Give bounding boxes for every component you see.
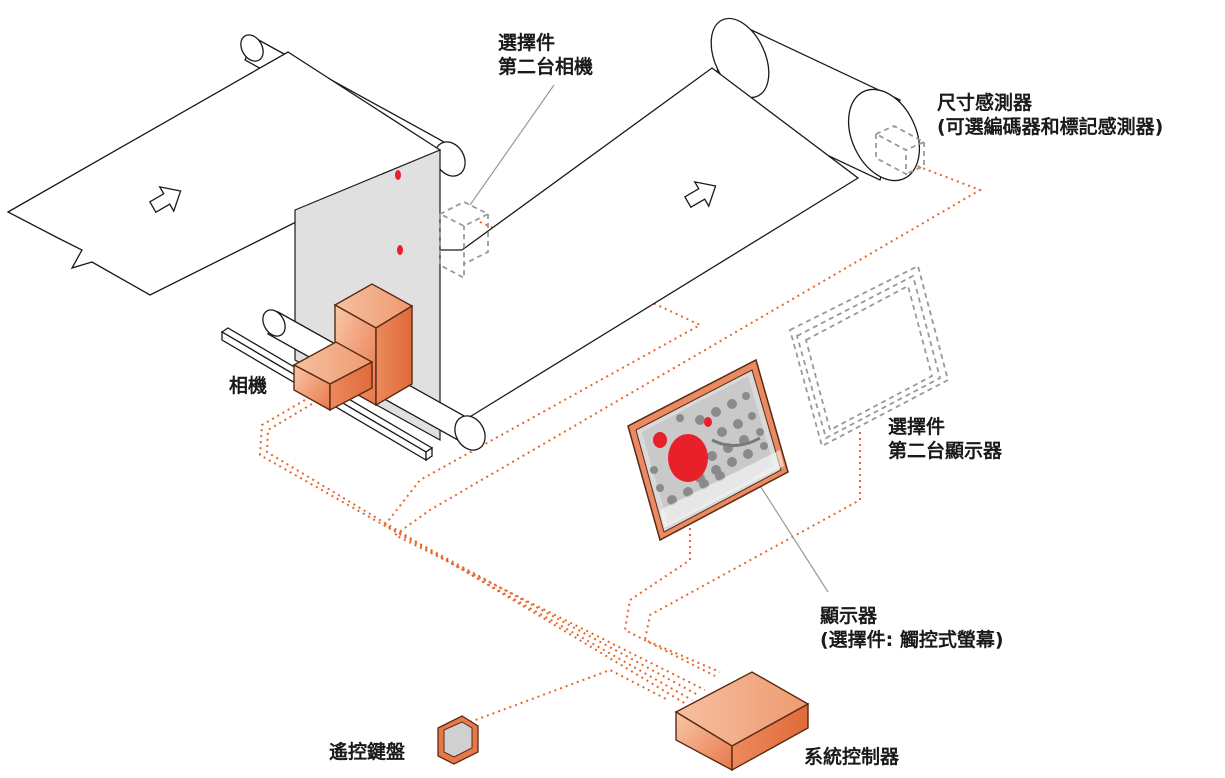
label-remote-keypad: 遙控鍵盤 <box>329 741 406 763</box>
system-controller <box>674 671 810 772</box>
label-display-line1: 顯示器 <box>820 605 878 627</box>
label-second-display-line2: 第二台顯示器 <box>888 440 1003 462</box>
cables <box>258 163 983 723</box>
label-dimension-sensor: 尺寸感測器 (可選編碼器和標記感測器) <box>937 91 1163 139</box>
defect-mark <box>397 245 403 255</box>
dimension-sensor <box>873 124 927 176</box>
label-dimension-sensor-line1: 尺寸感測器 <box>937 92 1033 114</box>
label-system-controller: 系統控制器 <box>804 746 900 768</box>
arrow-icon <box>148 185 182 214</box>
label-camera: 相機 <box>229 375 268 397</box>
label-display-line2: (選擇件: 觸控式螢幕) <box>820 629 1004 651</box>
second-camera <box>437 200 491 280</box>
arrow-icon <box>683 180 717 209</box>
defect-mark <box>395 170 401 180</box>
display <box>627 358 789 542</box>
label-second-display-line1: 選擇件 <box>888 416 946 438</box>
label-display: 顯示器 (選擇件: 觸控式螢幕) <box>820 604 1004 652</box>
camera <box>292 283 414 412</box>
label-dimension-sensor-line2: (可選編碼器和標記感測器) <box>937 116 1164 138</box>
left-web-sheet <box>6 51 442 296</box>
label-second-camera: 選擇件 第二台相機 <box>498 31 593 79</box>
leader-lines <box>469 84 829 593</box>
right-web-sheet <box>440 67 860 419</box>
label-second-camera-line2: 第二台相機 <box>498 56 594 78</box>
second-display <box>788 264 950 448</box>
label-second-camera-line1: 選擇件 <box>498 32 556 54</box>
label-second-display: 選擇件 第二台顯示器 <box>888 415 1002 463</box>
remote-keypad <box>437 715 479 765</box>
